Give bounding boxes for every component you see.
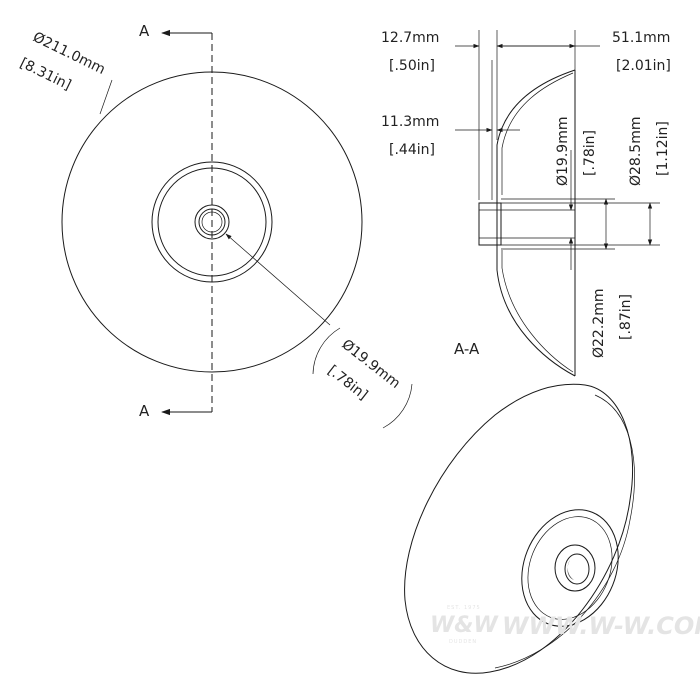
flange-length-in-label: [.50in]	[389, 58, 435, 74]
flange-block	[478, 202, 502, 246]
total-depth-mm-label: 51.1mm	[612, 30, 670, 46]
iso-dish-outline	[404, 383, 634, 674]
watermark: EST. 1975 W&W WWW.W-W.COM DUDDEN	[430, 605, 700, 645]
boss-diameter-in-label: [1.12in]	[655, 121, 671, 176]
iso-hub-shade	[567, 560, 574, 580]
iso-boss-outer	[521, 509, 619, 627]
bore-diameter-leader	[225, 233, 331, 326]
flange-thickness-mm-label: 11.3mm	[381, 114, 439, 130]
flange-length-mm-label: 12.7mm	[381, 30, 439, 46]
section-label-top: A	[139, 22, 150, 40]
bore-mm-label: Ø19.9mm	[555, 117, 571, 186]
bore-diameter-bracket-end	[382, 383, 413, 429]
dish-inner-profile	[501, 72, 574, 195]
dish-inner-profile-lower	[501, 250, 574, 373]
iso-hub-outer	[554, 544, 596, 592]
dish-outer-profile-lower	[496, 250, 576, 377]
watermark-location: DUDDEN	[449, 639, 477, 645]
front-view: A A Ø211.0mm [8.31in] Ø19.9mm [.78in]	[17, 22, 413, 429]
bore-in-label: [.78in]	[582, 130, 598, 176]
boss-diameter-mm-label: Ø28.5mm	[628, 117, 644, 186]
watermark-site: WWW.W-W.COM	[502, 612, 700, 640]
watermark-est: EST. 1975	[447, 605, 481, 611]
outer-diameter-in-label: [8.31in]	[17, 55, 73, 93]
isometric-view	[404, 383, 635, 674]
inner-diameter-in-label: [.87in]	[618, 294, 634, 340]
inner-diameter-mm-label: Ø22.2mm	[591, 289, 607, 358]
bore-diameter-bracket	[312, 327, 341, 375]
iso-rim-inner	[494, 394, 635, 669]
section-label-bottom: A	[139, 402, 150, 420]
dish-outer-profile	[496, 69, 576, 195]
iso-boss-inner	[527, 516, 613, 620]
watermark-brand: W&W	[430, 613, 499, 638]
total-depth-in-label: [2.01in]	[616, 58, 671, 74]
section-view: 12.7mm [.50in] 51.1mm [2.01in] 11.3mm [.…	[381, 30, 671, 377]
flange-thickness-in-label: [.44in]	[389, 142, 435, 158]
outer-diameter-leader	[99, 79, 113, 115]
iso-hub-inner	[564, 553, 590, 585]
section-view-label: A-A	[454, 340, 480, 358]
